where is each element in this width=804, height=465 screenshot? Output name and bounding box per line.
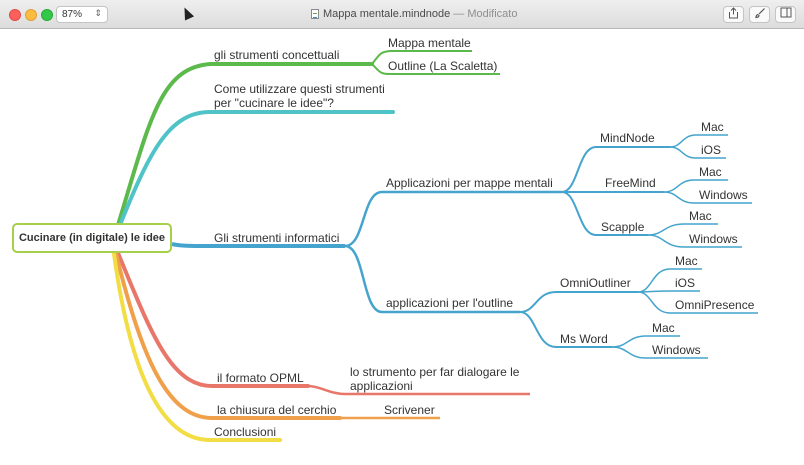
- branch-mindnode-ios: [669, 146, 726, 159]
- node-omnioutliner[interactable]: OmniOutliner: [560, 276, 631, 290]
- share-button[interactable]: [723, 6, 744, 23]
- zoom-window-button[interactable]: [41, 9, 53, 21]
- branch-come-utilizzare: [118, 110, 395, 227]
- node-come-utilizzare[interactable]: Come utilizzare questi strumenti per "cu…: [214, 82, 385, 110]
- node-scapple-mac[interactable]: Mac: [689, 209, 712, 223]
- mindmap-connections: [112, 50, 758, 442]
- node-omni-ios[interactable]: iOS: [675, 276, 696, 290]
- node-outline[interactable]: Outline (La Scaletta): [388, 59, 498, 73]
- brush-icon: [754, 8, 765, 19]
- branch-informatici: [171, 242, 345, 248]
- node-mindnode-ios[interactable]: iOS: [701, 143, 722, 157]
- branch-chiusura: [114, 252, 342, 420]
- branch-concettuali: [116, 62, 374, 227]
- node-freemind-windows[interactable]: Windows: [699, 188, 748, 202]
- node-word-windows[interactable]: Windows: [652, 343, 701, 357]
- document-name: Mappa mentale.mindnode: [323, 8, 451, 20]
- branch-word-mac: [611, 335, 680, 348]
- node-app-mappe[interactable]: Applicazioni per mappe mentali: [386, 176, 553, 190]
- branch-word-windows: [611, 346, 708, 359]
- node-mindnode[interactable]: MindNode: [600, 131, 655, 145]
- node-freemind[interactable]: FreeMind: [605, 176, 656, 190]
- branch-mindnode: [561, 146, 670, 193]
- branch-opml-desc: [307, 384, 530, 396]
- window-title: Mappa mentale.mindnode — Modificato: [323, 8, 517, 20]
- zoom-value: 87%: [62, 9, 83, 20]
- node-freemind-mac[interactable]: Mac: [699, 165, 722, 179]
- central-topic[interactable]: Cucinare (in digitale) le idee: [12, 223, 172, 253]
- node-app-outline[interactable]: applicazioni per l'outline: [386, 296, 514, 310]
- stepper-arrows-icon: ⇕: [94, 8, 102, 18]
- node-scapple[interactable]: Scapple: [601, 220, 645, 234]
- node-msword[interactable]: Ms Word: [560, 332, 608, 346]
- node-strumenti-concettuali[interactable]: gli strumenti concettuali: [214, 48, 340, 62]
- branch-omni-mac: [637, 268, 702, 293]
- branch-freemind-mac: [663, 179, 728, 193]
- title-bar: 87% ⇕ Mappa mentale.mindnode — Modificat…: [0, 0, 804, 29]
- branch-app-outline: [344, 244, 520, 314]
- branch-mappa-mentale: [371, 50, 472, 65]
- branch-omni-ios: [637, 290, 700, 293]
- branch-scapple-mac: [647, 223, 718, 236]
- branch-omni-presence: [637, 291, 758, 314]
- node-mappa-mentale[interactable]: Mappa mentale: [388, 36, 471, 50]
- branch-scapple-windows: [647, 234, 742, 248]
- branch-omnioutliner: [519, 291, 638, 313]
- node-mindnode-mac[interactable]: Mac: [701, 120, 724, 134]
- branch-outline: [371, 63, 500, 75]
- branch-scapple: [561, 191, 648, 236]
- branch-app-mappe: [344, 190, 562, 248]
- node-scapple-windows[interactable]: Windows: [689, 232, 738, 246]
- sidebar-button[interactable]: [775, 6, 796, 23]
- close-button[interactable]: [9, 9, 21, 21]
- node-opml-desc[interactable]: lo strumento per far dialogare le applic…: [350, 365, 520, 393]
- branch-opml: [116, 251, 310, 388]
- branch-freemind-windows: [663, 191, 752, 204]
- branch-mindnode-mac: [669, 134, 728, 148]
- zoom-select[interactable]: 87% ⇕: [56, 6, 108, 23]
- share-icon: [729, 7, 738, 19]
- node-opml[interactable]: il formato OPML: [217, 371, 304, 385]
- node-chiusura[interactable]: la chiusura del cerchio: [217, 403, 337, 417]
- node-word-mac[interactable]: Mac: [652, 321, 675, 335]
- style-button[interactable]: [749, 6, 770, 23]
- node-scrivener[interactable]: Scrivener: [384, 403, 435, 417]
- title-separator: —: [453, 8, 465, 20]
- minimize-button[interactable]: [25, 9, 37, 21]
- sidebar-icon: [780, 7, 791, 18]
- branch-msword: [519, 311, 612, 348]
- node-conclusioni[interactable]: Conclusioni: [214, 425, 277, 439]
- document-icon: [311, 9, 319, 19]
- node-omni-mac[interactable]: Mac: [675, 254, 698, 268]
- node-omni-presence[interactable]: OmniPresence: [675, 298, 755, 312]
- node-strumenti-informatici[interactable]: Gli strumenti informatici: [214, 231, 340, 245]
- branch-conclusioni: [112, 252, 282, 442]
- document-status: Modificato: [467, 8, 518, 20]
